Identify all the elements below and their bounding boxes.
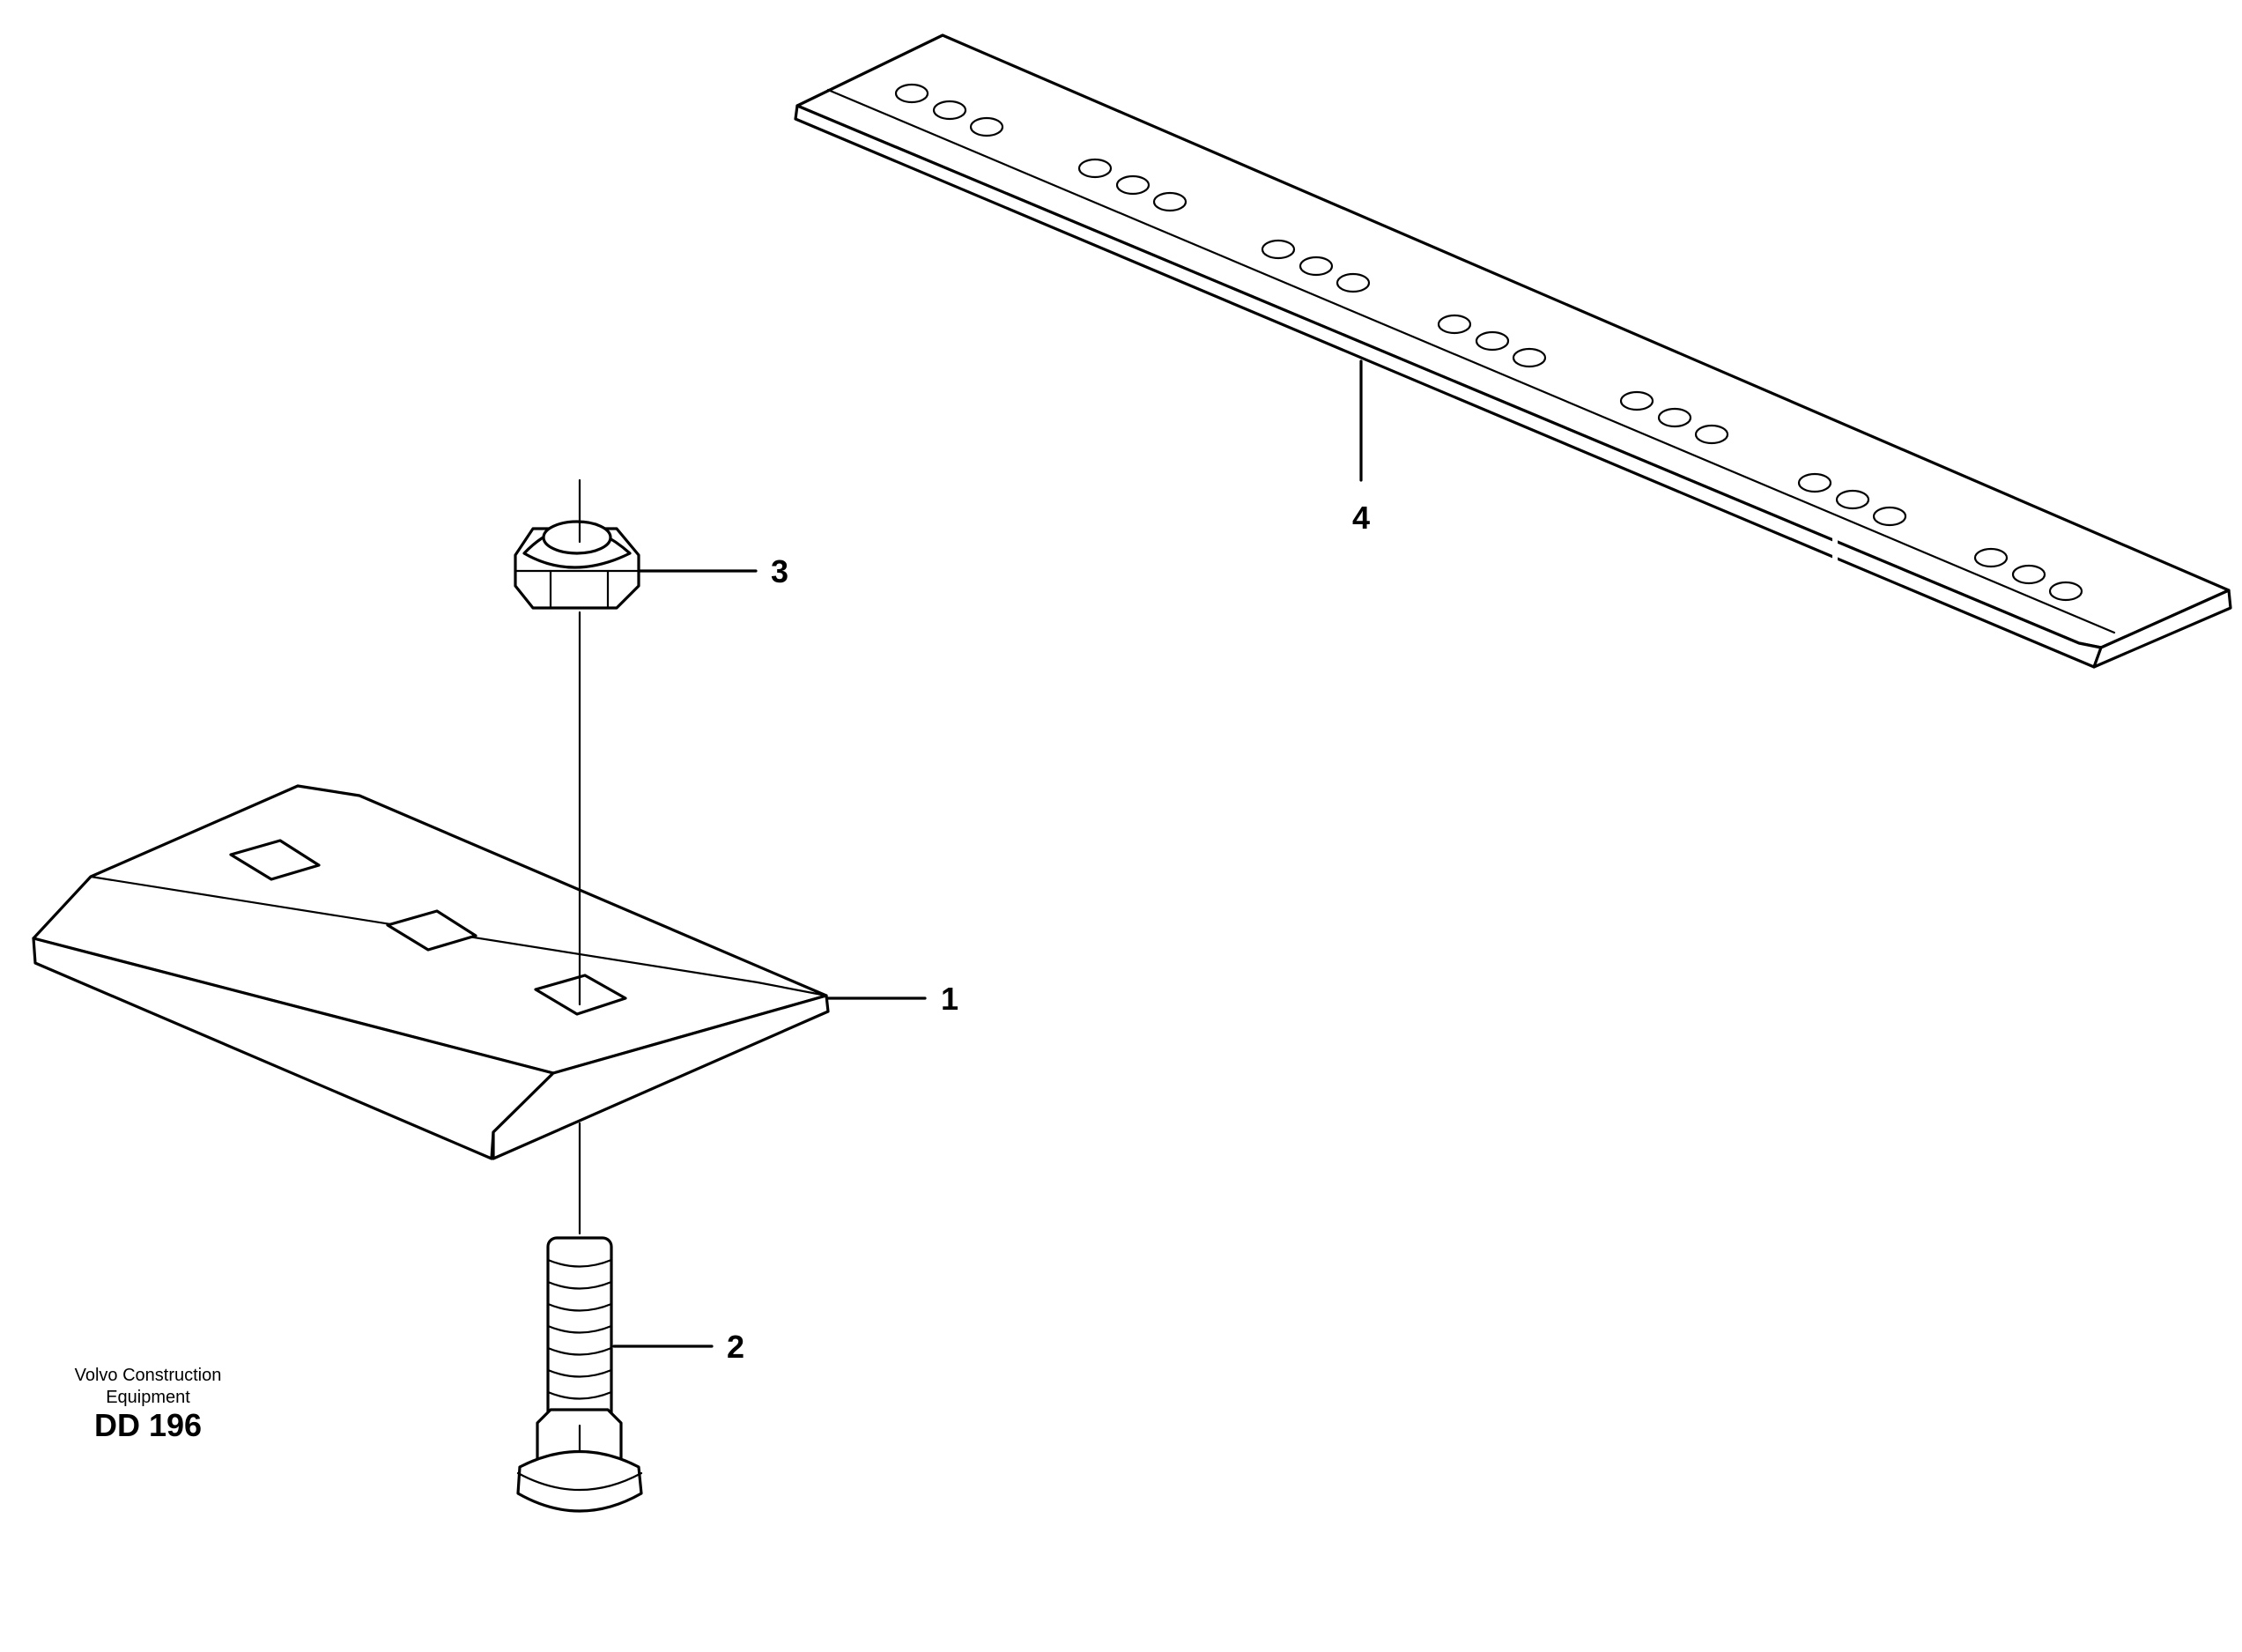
plate-right-face bbox=[492, 994, 830, 1160]
nut-bore bbox=[542, 520, 612, 555]
plate-edge-line bbox=[756, 981, 828, 997]
callout-4: 4 bbox=[1352, 500, 1370, 536]
blade-bevel-line bbox=[826, 88, 2116, 634]
blade-bolt-holes bbox=[894, 83, 2083, 602]
callout-1: 1 bbox=[941, 981, 958, 1017]
callout-3: 3 bbox=[771, 553, 788, 589]
bolt-threads bbox=[546, 1258, 613, 1400]
blade-top-face bbox=[795, 33, 2231, 649]
bolt-head bbox=[516, 1450, 643, 1513]
bolt bbox=[516, 1236, 643, 1513]
hex-nut bbox=[514, 520, 640, 610]
blade-front-face bbox=[794, 104, 2103, 669]
credit-line-2: Equipment bbox=[106, 1388, 190, 1407]
edge-plate bbox=[32, 784, 830, 1160]
cutting-edge-blade bbox=[794, 33, 2232, 669]
blade-right-bevel bbox=[2092, 589, 2232, 669]
callout-2: 2 bbox=[727, 1329, 744, 1365]
credit-line-1: Volvo Construction bbox=[75, 1366, 222, 1385]
drawing-code: DD 196 bbox=[94, 1407, 202, 1443]
